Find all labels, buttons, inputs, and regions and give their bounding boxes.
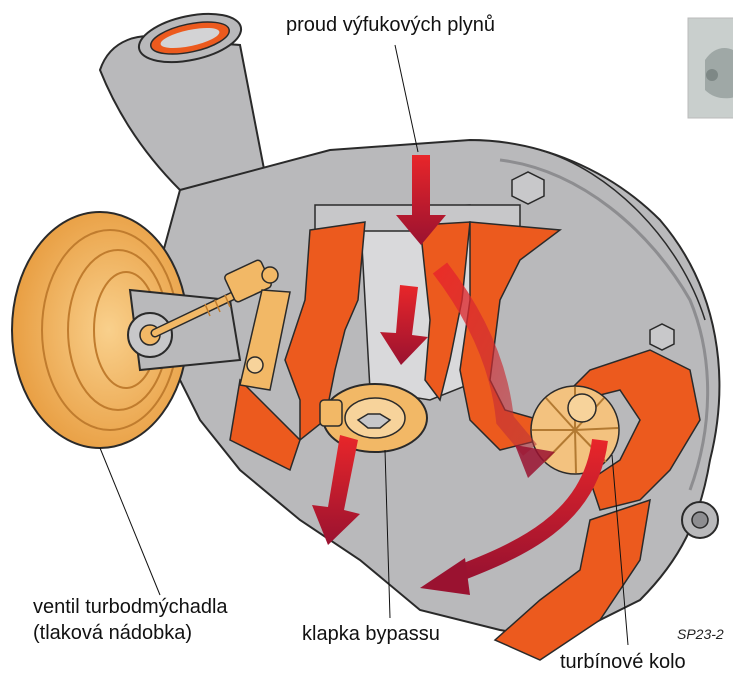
label-actuator-line1: ventil turbodmýchadla <box>33 595 228 619</box>
bolt-head-icon <box>512 172 544 204</box>
label-turbine-wheel: turbínové kolo <box>560 650 686 674</box>
label-actuator-line2: (tlaková nádobka) <box>33 621 192 645</box>
label-exhaust-flow: proud výfukových plynů <box>286 13 495 37</box>
figure-code: SP23-2 <box>677 626 724 642</box>
inset-thumbnail <box>688 18 733 118</box>
label-bypass-flap: klapka bypassu <box>302 622 440 646</box>
exhaust-inlet-pipe <box>100 6 270 200</box>
